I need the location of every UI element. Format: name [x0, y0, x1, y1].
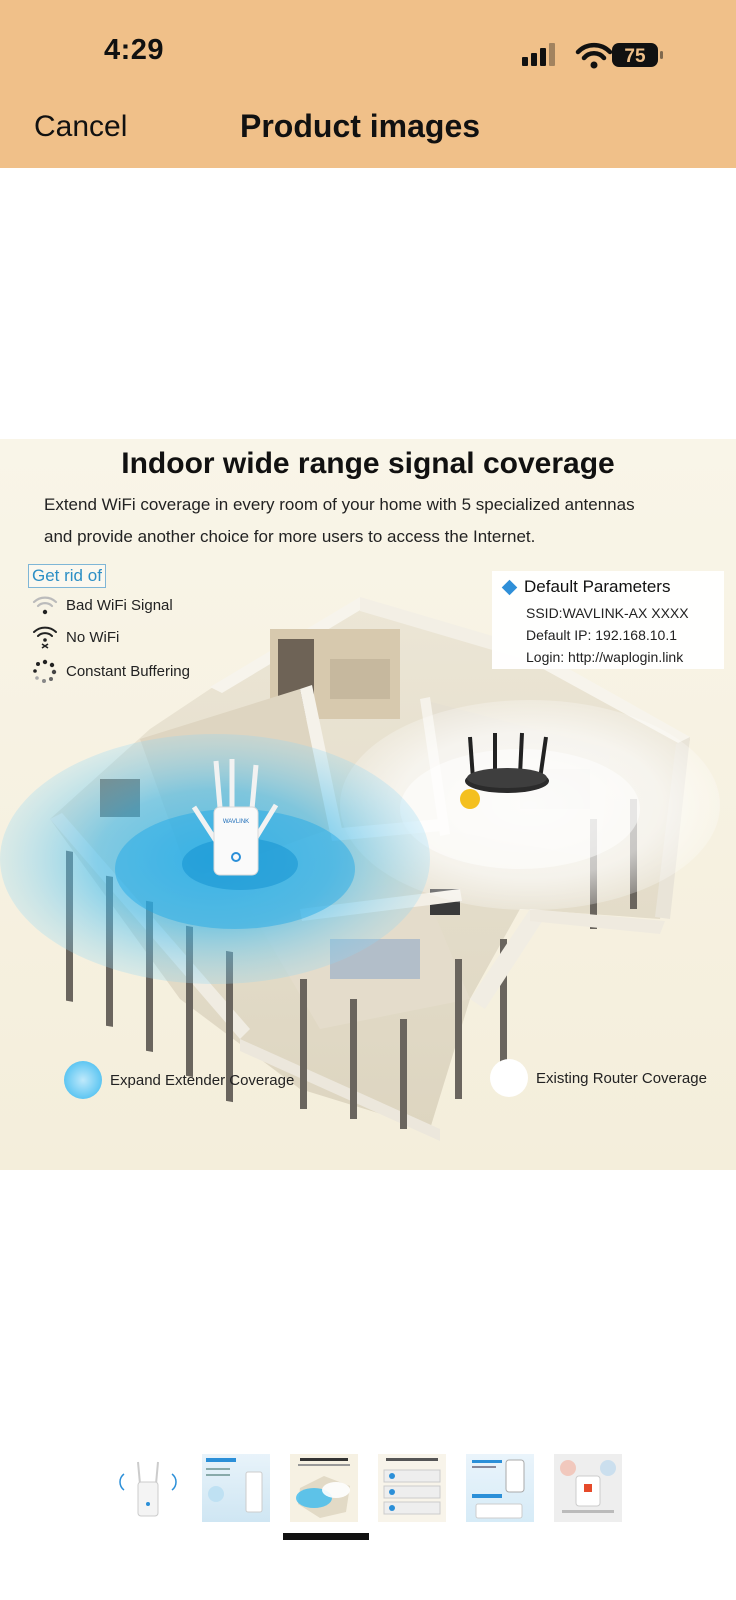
extender-brand-label: WAVLINK	[223, 819, 249, 825]
issue-label: No WiFi	[66, 628, 120, 646]
page-title: Product images	[240, 108, 481, 144]
router-device	[460, 732, 549, 809]
product-image[interactable]: WAVLINK Indoor wide range signal coverag…	[0, 439, 736, 1170]
issue-no-wifi: No WiFi	[32, 625, 119, 649]
cancel-button[interactable]: Cancel	[34, 110, 128, 143]
params-login: Login: http://waplogin.link	[526, 649, 684, 665]
legend-extender: Expand Extender Coverage	[64, 1061, 294, 1099]
selected-thumbnail-indicator	[283, 1533, 369, 1540]
thumb-extender-icon	[119, 1461, 177, 1517]
default-parameters-box: Default Parameters SSID:WAVLINK-AX XXXX …	[492, 571, 724, 669]
params-heading: Default Parameters	[501, 577, 670, 597]
issue-label: Constant Buffering	[66, 662, 190, 680]
issue-bad-wifi: Bad WiFi Signal	[32, 593, 173, 617]
legend-router: Existing Router Coverage	[490, 1059, 707, 1097]
get-rid-of-label: Get rid of	[28, 564, 106, 588]
status-time: 4:29	[104, 34, 165, 66]
issue-label: Bad WiFi Signal	[66, 596, 173, 614]
params-ip: Default IP: 192.168.10.1	[526, 627, 677, 643]
weak-wifi-icon	[32, 596, 58, 615]
thumbnail-6[interactable]	[554, 1454, 622, 1522]
no-wifi-icon	[33, 626, 57, 649]
issue-buffering: Constant Buffering	[32, 659, 190, 683]
router-legend-dot	[490, 1059, 528, 1097]
thumbnail-3[interactable]	[290, 1454, 358, 1522]
wifi-icon	[575, 42, 613, 69]
thumbnail-4[interactable]	[378, 1454, 446, 1522]
image-subtitle-line2: and provide another choice for more user…	[44, 527, 536, 546]
extender-legend-dot	[64, 1061, 102, 1099]
legend-label: Expand Extender Coverage	[110, 1071, 295, 1089]
image-title: Indoor wide range signal coverage	[121, 447, 615, 480]
cellular-signal-icon	[522, 43, 555, 66]
diamond-icon	[501, 579, 518, 595]
battery-level: 75	[624, 46, 646, 67]
status-icons: 75	[522, 42, 663, 69]
extender-device: WAVLINK	[191, 759, 279, 876]
image-subtitle-line1: Extend WiFi coverage in every room of yo…	[44, 495, 635, 514]
battery-icon: 75	[612, 43, 663, 67]
thumbnail-2[interactable]	[202, 1454, 270, 1522]
thumbnail-1[interactable]	[114, 1454, 182, 1522]
thumbnail-5[interactable]	[466, 1454, 534, 1522]
legend-label: Existing Router Coverage	[536, 1069, 707, 1087]
buffering-icon	[33, 659, 57, 683]
params-ssid: SSID:WAVLINK-AX XXXX	[526, 605, 689, 621]
header: 4:29 75 Cancel Product images	[0, 0, 736, 168]
floorplan-illustration: WAVLINK	[0, 597, 720, 1141]
